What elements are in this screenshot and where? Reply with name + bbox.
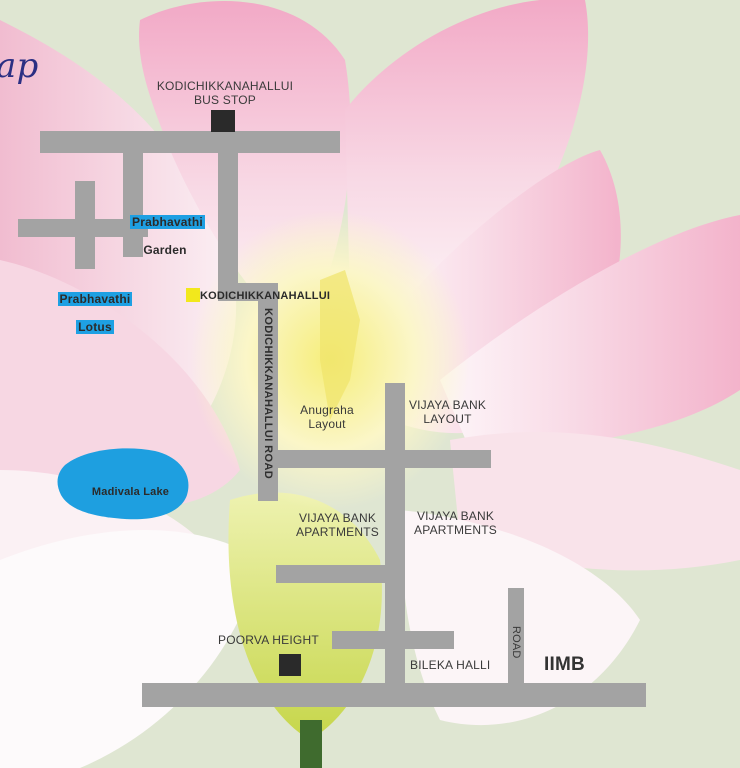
road-vijaya-vertical [385,383,405,688]
poorva-height-marker [279,654,301,676]
madivala-lake-shape [57,448,189,520]
kodichikkanahallui-label: KODICHIKKANAHALLUI [186,274,330,303]
poorva-height-label: POORVA HEIGHT [218,633,319,647]
kodichikkanahallui-text: KODICHIKKANAHALLUI [200,290,331,302]
vijaya-bank-apartments-left-label: VIJAYA BANK APARTMENTS [296,511,379,539]
vijaya-bank-apartments-right-label: VIJAYA BANK APARTMENTS [414,509,497,537]
prabhavathi-garden-label: Prabhavathi Garden [130,201,205,257]
iimb-label: IIMB [544,654,585,675]
road-kodichikkanahallui-main [258,283,278,501]
bus-stop-marker [211,110,235,132]
road-label-vertical: ROAD [510,626,522,659]
road-poorva-horizontal [332,631,454,649]
road-top-horizontal [40,131,340,153]
road-anugraha-horizontal [276,450,491,468]
road-bottom-main [142,683,646,707]
anugraha-layout-label: Anugraha Layout [300,403,354,431]
road-lotus-vertical [75,181,95,269]
road-bus-stop-vertical [218,153,238,301]
prabhavathi-garden-line2: Garden [143,243,187,257]
prabhavathi-lotus-label: Prabhavathi Lotus [50,278,140,334]
bus-stop-label: KODICHIKKANAHALLUI BUS STOP [156,79,294,107]
road-iimb-vertical [508,588,524,686]
vijaya-bank-layout-label: VIJAYA BANK LAYOUT [408,398,487,426]
prabhavathi-lotus-line2: Lotus [76,320,114,334]
bileka-halli-label: BILEKA HALLI [410,658,491,672]
kodichikkanahallui-road-label: KODICHIKKANAHALLUI ROAD [262,308,274,480]
road-apartments-horizontal [276,565,388,583]
kodichikkanahallui-highlight [186,288,200,302]
corner-title-fragment: ap [0,46,39,86]
madivala-lake-label: Madivala Lake [91,486,170,498]
prabhavathi-garden-line1: Prabhavathi [130,215,205,229]
prabhavathi-lotus-line1: Prabhavathi [57,292,133,306]
